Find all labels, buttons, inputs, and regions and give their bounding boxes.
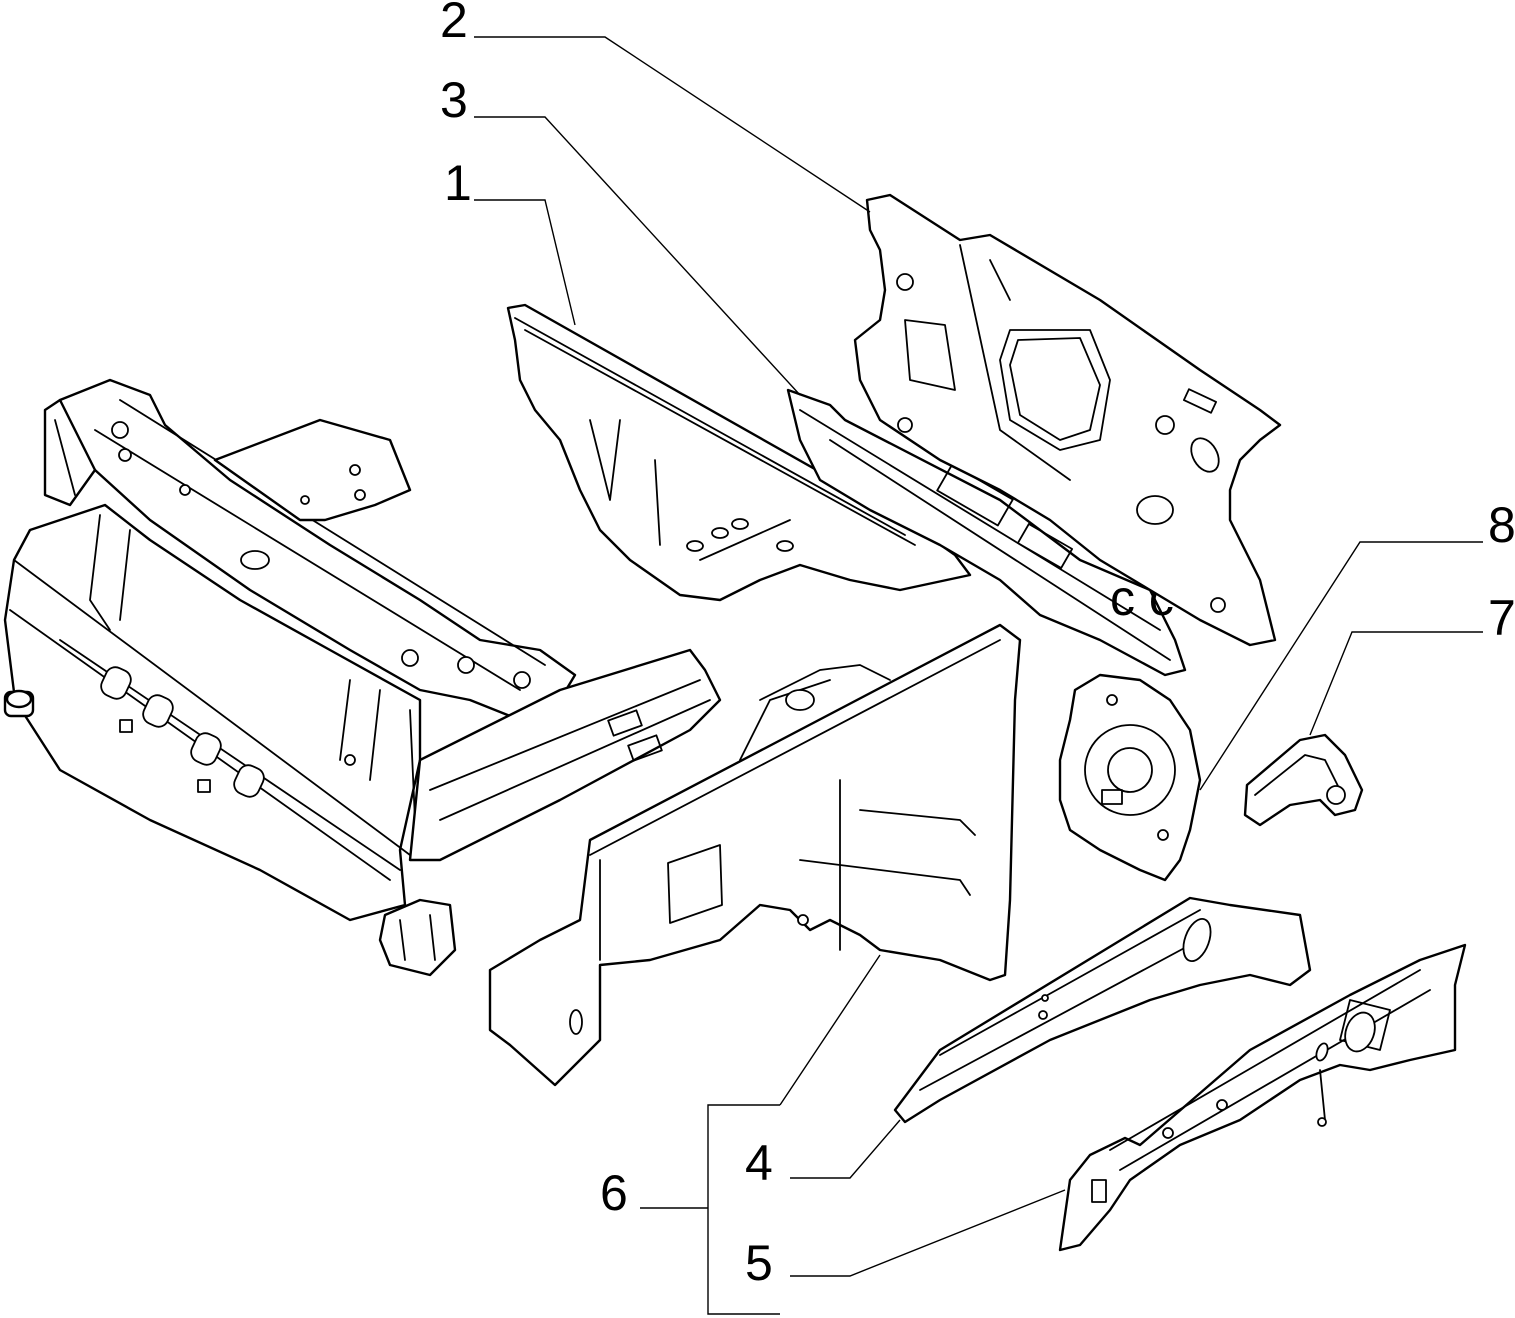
callout-3: 3 — [440, 72, 468, 128]
callout-4: 4 — [745, 1135, 773, 1191]
leader-5 — [790, 1189, 1066, 1277]
part-6-wheelhouse-panel — [488, 623, 1022, 1087]
part-5-lower-side-member — [1058, 943, 1467, 1252]
leader-6-bracket — [707, 1104, 780, 1315]
leader-3 — [474, 116, 801, 396]
callout-1: 1 — [444, 155, 472, 211]
part-1-firewall-lower-panel — [506, 303, 972, 602]
front-crossmember-assembly — [3, 378, 722, 977]
leader-7 — [1309, 631, 1483, 736]
part-4-upper-side-member — [893, 896, 1312, 1124]
callout-labels: 2 3 1 8 7 4 6 5 — [440, 0, 1515, 1291]
leader-lines — [474, 36, 1483, 1315]
part-7-angle-bracket — [1243, 733, 1364, 827]
callout-7: 7 — [1488, 590, 1515, 646]
leader-1 — [474, 199, 576, 326]
leader-8 — [1199, 541, 1483, 791]
callout-2: 2 — [440, 0, 468, 48]
callout-8: 8 — [1488, 497, 1515, 553]
leader-4 — [790, 1119, 901, 1179]
callout-5: 5 — [745, 1235, 773, 1291]
part-2-dash-panel — [853, 193, 1282, 647]
leader-6-b — [779, 954, 881, 1106]
leader-2 — [474, 36, 871, 213]
part-8-spring-tower-plate — [1058, 673, 1202, 882]
callout-6: 6 — [600, 1165, 628, 1221]
